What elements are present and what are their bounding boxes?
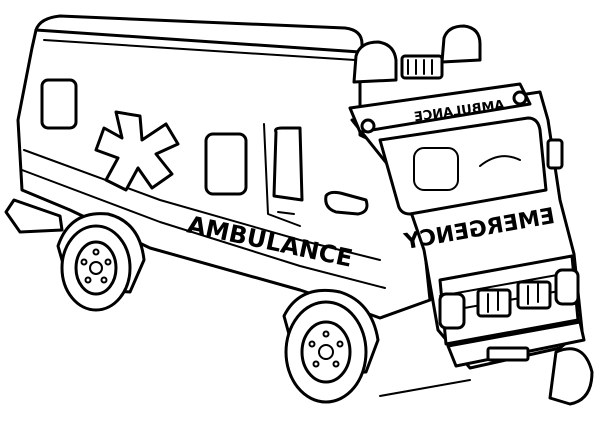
body-stripe-upper bbox=[23, 149, 381, 261]
siren-left-icon bbox=[352, 40, 398, 84]
front-bumper bbox=[446, 320, 586, 368]
seat bbox=[413, 147, 459, 191]
rear-lugs bbox=[80, 248, 112, 284]
front-hubcap bbox=[300, 320, 352, 384]
center-lamp-left bbox=[476, 288, 512, 318]
roof-lamp-right bbox=[512, 90, 528, 106]
roof-edge bbox=[34, 14, 364, 62]
star-of-life-icon bbox=[94, 110, 180, 192]
license-plate bbox=[486, 346, 530, 362]
steering-wheel bbox=[479, 155, 521, 167]
headlight-left bbox=[438, 292, 466, 330]
side-window bbox=[204, 132, 248, 196]
siren-right-icon bbox=[440, 24, 482, 64]
lamp-bars bbox=[487, 283, 539, 313]
front-hub-center bbox=[318, 344, 334, 360]
side-mirror bbox=[324, 190, 369, 216]
right-mirror bbox=[546, 138, 564, 170]
roof-inner-line bbox=[43, 39, 356, 61]
cab-side-window bbox=[272, 126, 304, 202]
body-stripe-lower bbox=[21, 169, 386, 289]
siren-bar-grille bbox=[407, 59, 433, 75]
front-right-wheel bbox=[548, 347, 594, 406]
front-lugs bbox=[308, 330, 344, 368]
roof-sign bbox=[348, 82, 532, 134]
rear-hub-center bbox=[89, 261, 103, 275]
door-handle bbox=[277, 211, 295, 215]
side-step bbox=[4, 198, 64, 234]
roof-lamp-left bbox=[360, 118, 376, 134]
cab-door-line bbox=[263, 123, 301, 227]
center-lamp-right bbox=[516, 280, 552, 310]
ground-line bbox=[379, 379, 471, 397]
rear-window bbox=[40, 78, 78, 130]
headlight-right bbox=[554, 268, 580, 306]
